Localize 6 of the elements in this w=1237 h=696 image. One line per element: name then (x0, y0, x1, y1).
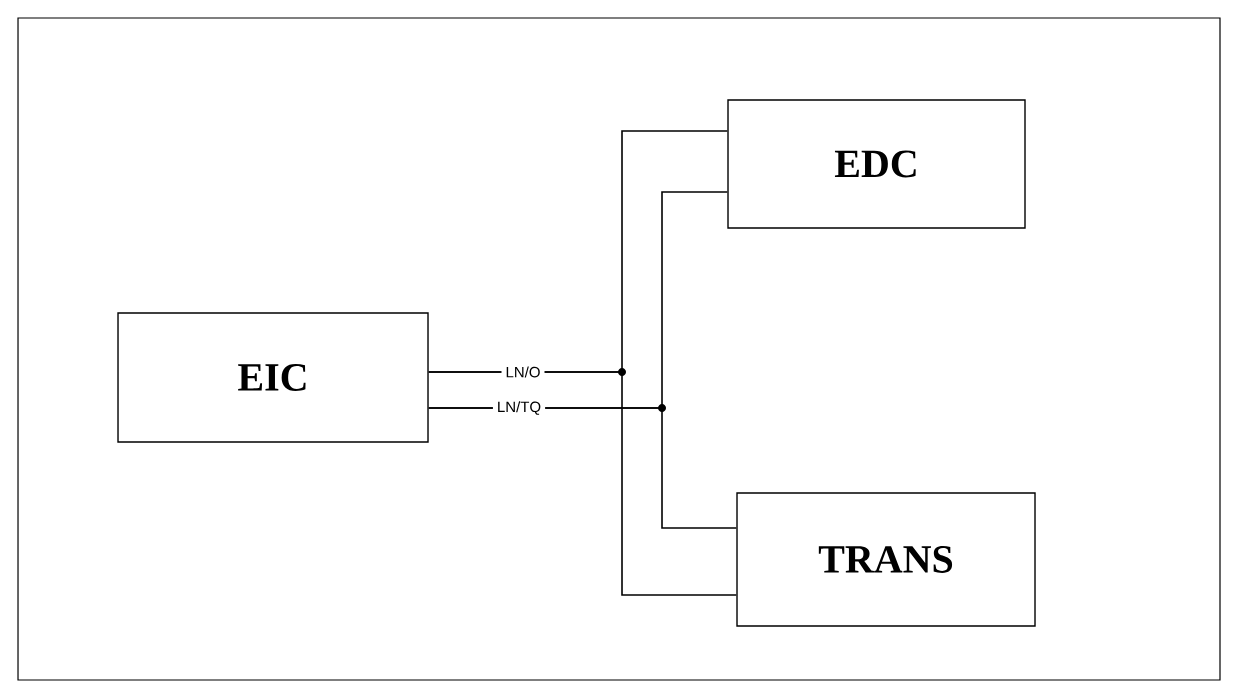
block-box: EIC (117, 312, 429, 443)
edge-label: LN/O (506, 366, 540, 378)
block-box: TRANS (736, 492, 1036, 627)
connector-line (427, 371, 738, 596)
edge-label: LN/TQ (498, 401, 541, 415)
block-box: EDC (727, 99, 1026, 229)
